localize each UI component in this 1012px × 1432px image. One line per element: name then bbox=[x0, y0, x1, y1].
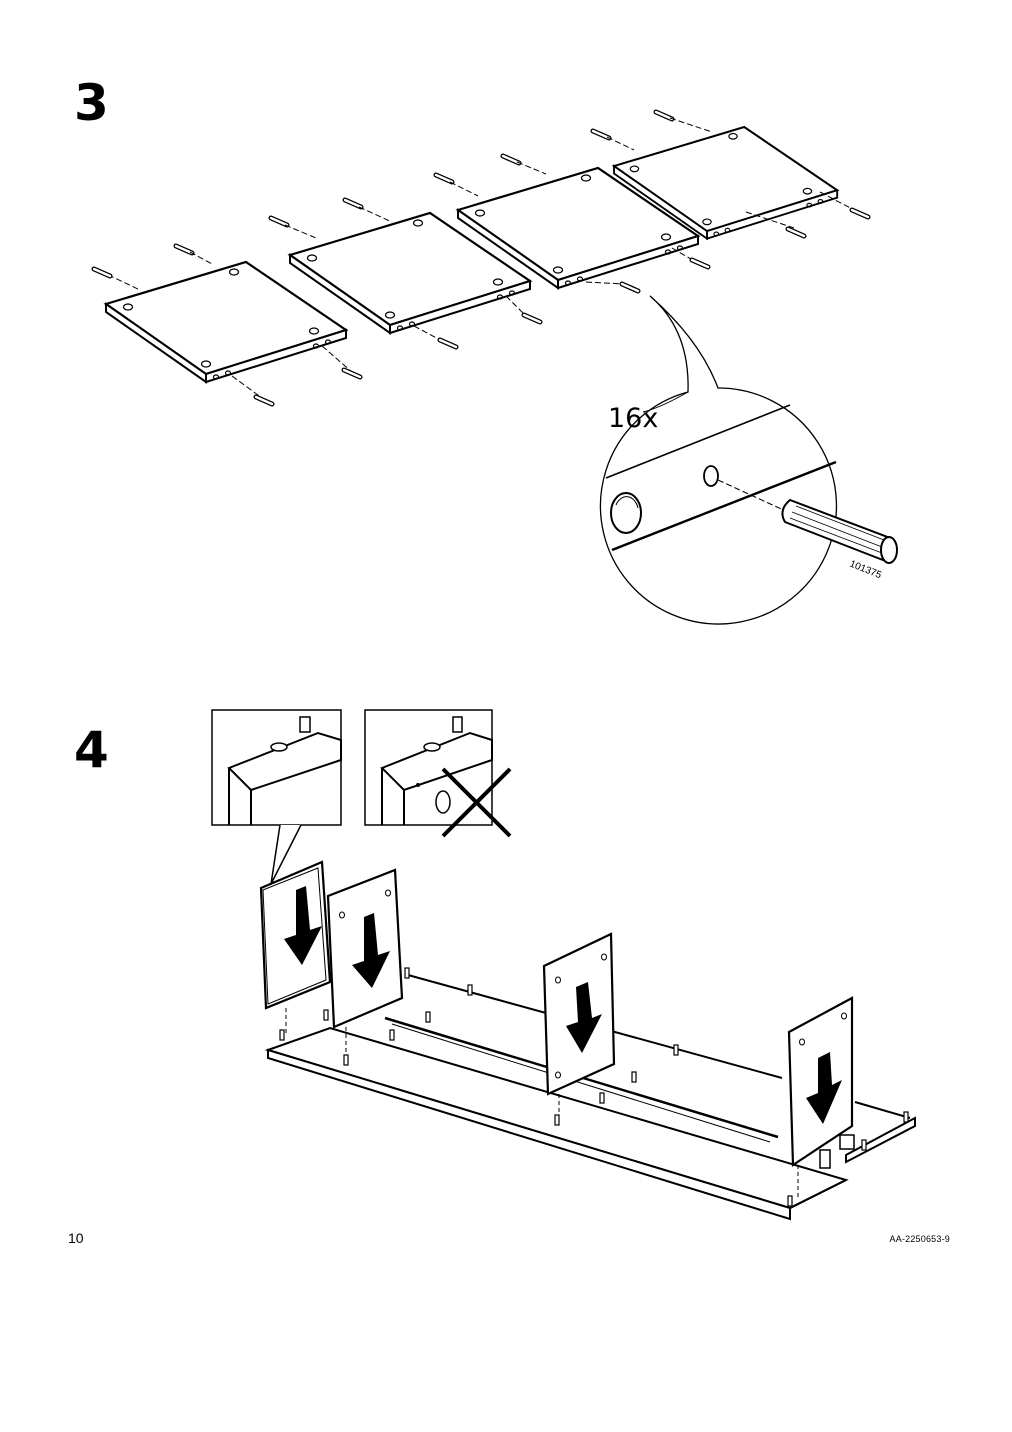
step-number-3: 3 bbox=[74, 74, 109, 132]
down-arrow-icon bbox=[806, 1052, 842, 1124]
side-panel-2 bbox=[326, 868, 404, 1054]
incorrect-cross-icon bbox=[441, 767, 512, 838]
dowel-closeup bbox=[781, 498, 898, 564]
down-arrow-icon bbox=[352, 913, 390, 988]
down-arrow-icon bbox=[284, 886, 322, 965]
correct-orientation-inset bbox=[211, 709, 342, 885]
step-number-4: 4 bbox=[74, 721, 109, 779]
board-2 bbox=[271, 200, 540, 347]
board-1 bbox=[94, 246, 360, 404]
board-4 bbox=[593, 112, 868, 240]
side-panel-1 bbox=[259, 860, 332, 1036]
part-number-label: 101375 bbox=[848, 559, 883, 582]
base-dowels bbox=[279, 967, 909, 1207]
page-number: 10 bbox=[68, 1230, 84, 1246]
quantity-label: 16x bbox=[608, 403, 658, 434]
down-arrow-icon bbox=[566, 982, 602, 1053]
document-code: AA-2250653-9 bbox=[889, 1234, 950, 1244]
board-3 bbox=[436, 156, 708, 291]
side-panel-4 bbox=[787, 996, 854, 1198]
dowel-detail-callout bbox=[599, 295, 898, 625]
side-panel-3 bbox=[542, 932, 616, 1118]
